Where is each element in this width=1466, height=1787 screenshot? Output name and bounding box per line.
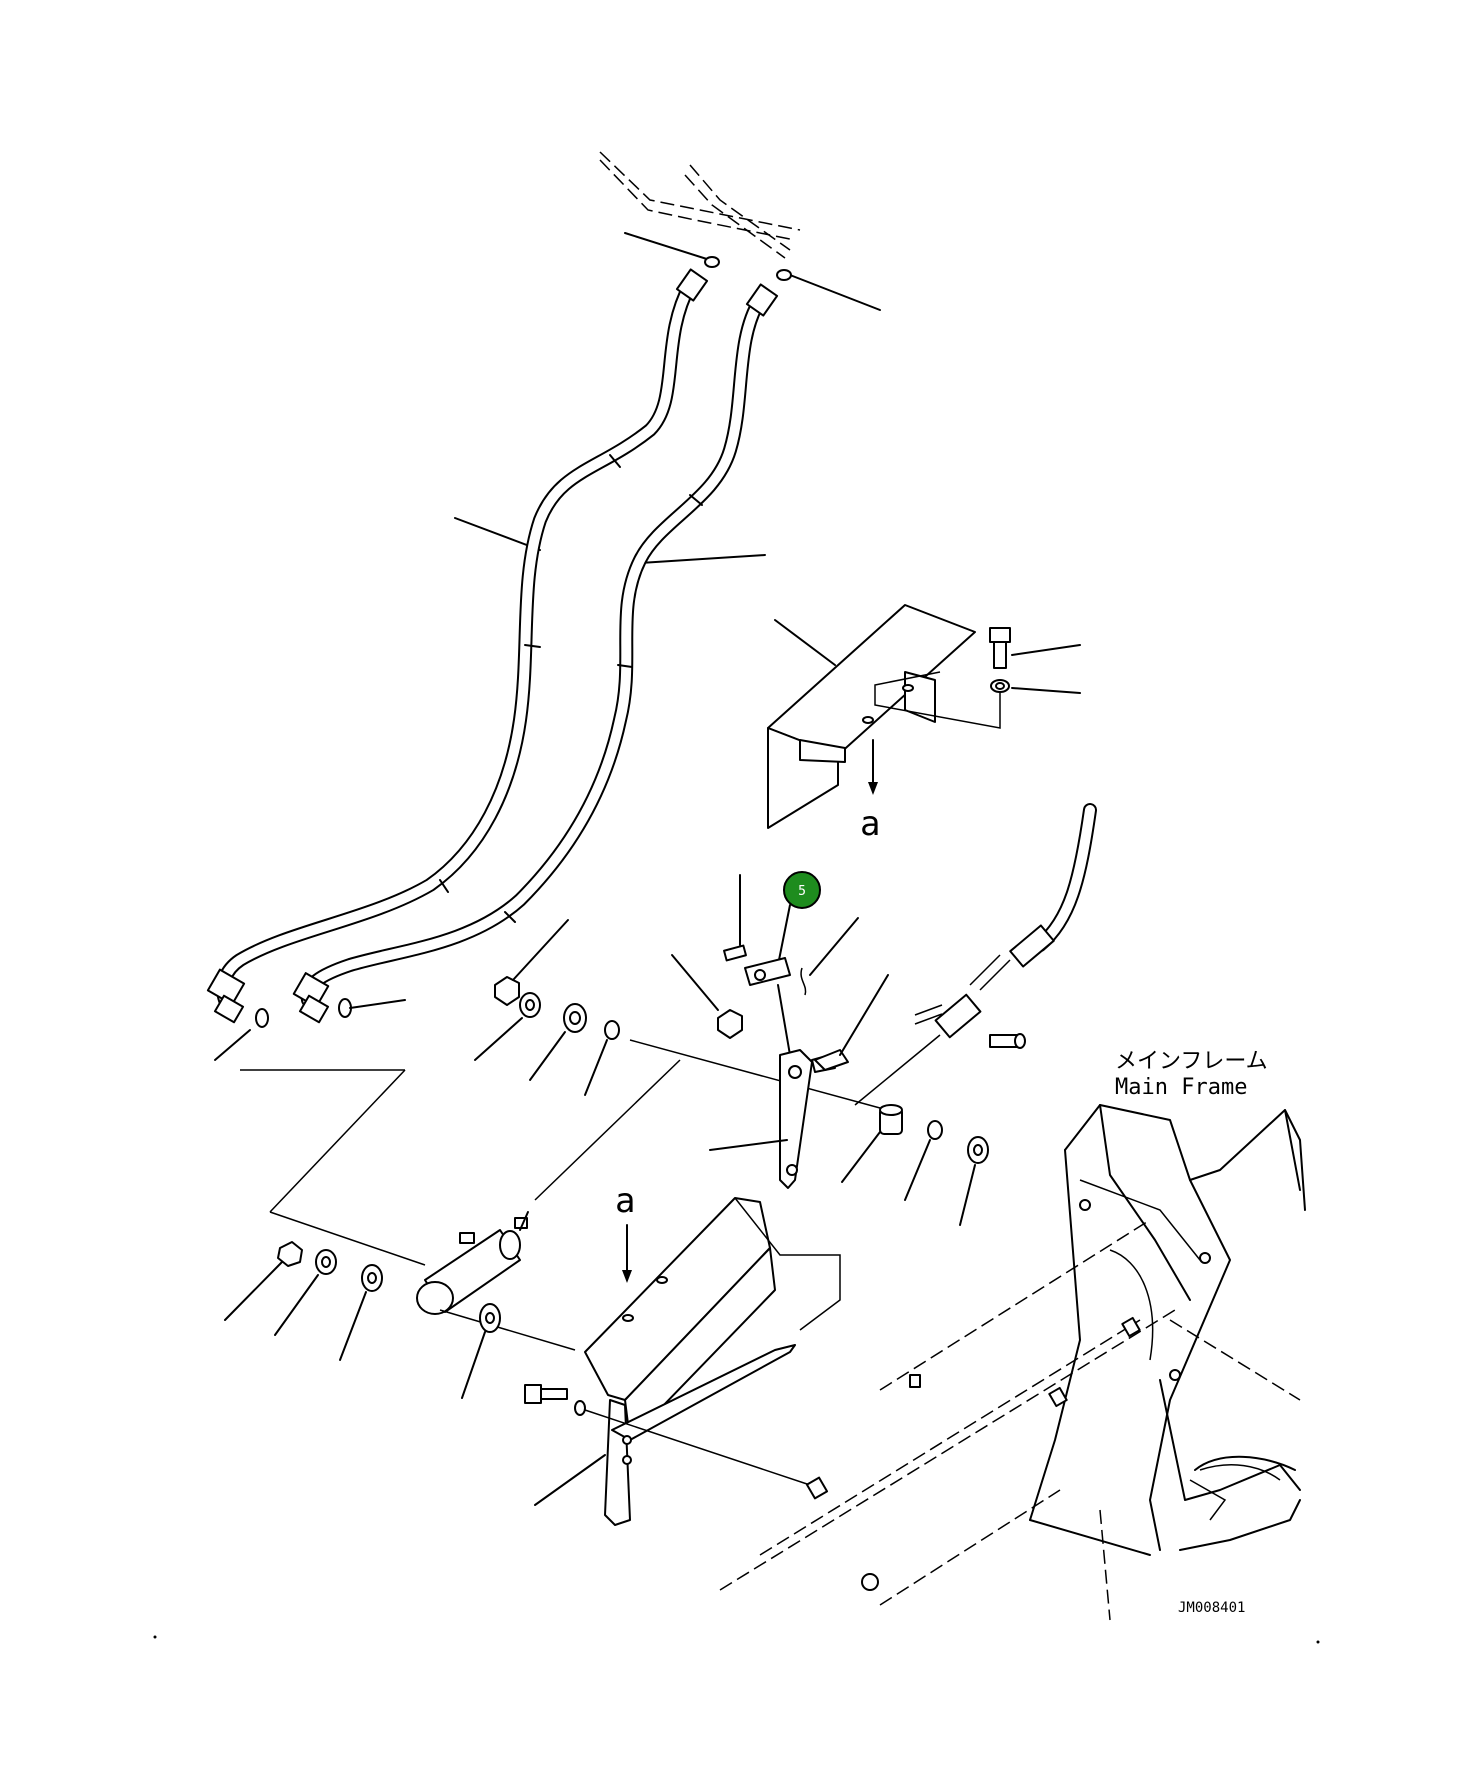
cable-coupling — [854, 803, 1097, 1106]
callout-5[interactable]: 5 — [777, 871, 821, 966]
lower-bolt — [524, 1384, 811, 1486]
lower-bracket — [534, 1197, 841, 1526]
view-marker-bottom: a — [615, 1181, 635, 1221]
margin-dot-left — [153, 1635, 157, 1639]
callout-number: 5 — [798, 884, 806, 899]
o-ring-top-right — [776, 269, 792, 281]
hose-left — [206, 268, 709, 1024]
lever-arm — [709, 974, 889, 1189]
main-frame — [719, 1104, 1306, 1621]
view-marker-top: a — [860, 804, 880, 844]
frame-label-en: Main Frame — [1115, 1075, 1247, 1100]
cylinder-assembly — [224, 1059, 681, 1399]
leader-lines-top — [454, 232, 881, 564]
bracket-cover — [767, 604, 976, 829]
frame-label-jp: メインフレーム — [1115, 1049, 1268, 1074]
bolt-and-washer — [874, 627, 1081, 729]
roller-washers — [841, 1104, 989, 1226]
hose-right — [292, 283, 779, 1024]
view-arrow-bottom: a — [615, 1181, 635, 1283]
o-ring-bottom-left — [255, 1008, 269, 1028]
o-ring-top-left — [704, 256, 720, 268]
margin-dot-right — [1316, 1640, 1320, 1644]
hose-stub-top — [599, 151, 801, 259]
linkage-small-parts — [474, 874, 881, 1109]
drawing-code: JM008401 — [1178, 1600, 1245, 1616]
view-arrow-top: a — [860, 739, 880, 844]
